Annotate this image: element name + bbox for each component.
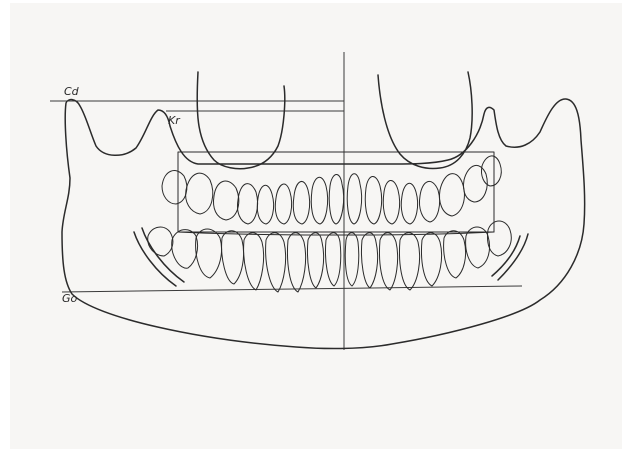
lower-tooth	[222, 231, 244, 284]
upper-tooth	[440, 174, 465, 216]
lower-tooth	[487, 221, 511, 256]
upper-tooth	[214, 181, 239, 220]
upper-tooth	[419, 181, 439, 222]
lower-tooth	[399, 233, 419, 290]
lower-tooth	[421, 233, 441, 286]
upper-tooth	[257, 185, 273, 224]
lower-tooth	[148, 227, 173, 256]
right-maxilla-curve	[378, 72, 472, 168]
upper-tooth	[311, 177, 327, 224]
lower-tooth	[325, 233, 340, 286]
upper-tooth	[365, 176, 381, 224]
condylion-label: Cd	[64, 85, 80, 98]
coronoid-label: Kr	[168, 114, 181, 127]
upper-tooth	[401, 183, 417, 224]
upper-tooth	[347, 174, 361, 224]
lower-tooth	[345, 233, 359, 286]
upper-tooth	[383, 180, 399, 224]
gonion-reference-line	[62, 286, 522, 292]
right-ramus-arc-inner	[492, 236, 520, 276]
upper-tooth	[463, 165, 487, 202]
upper-tooth	[293, 181, 309, 224]
upper-tooth	[329, 174, 343, 224]
lower-tooth	[172, 230, 198, 269]
lower-tooth	[196, 229, 222, 278]
upper-tooth	[186, 173, 213, 214]
gonion-label: Go	[62, 292, 78, 305]
upper-teeth	[162, 156, 501, 224]
lower-tooth	[287, 233, 305, 292]
lower-tooth	[307, 233, 323, 288]
left-ramus-arc-outer	[134, 232, 176, 286]
lower-tooth	[444, 231, 466, 278]
right-ramus-arc-outer	[498, 234, 528, 280]
upper-tooth	[275, 184, 291, 224]
upper-tooth	[162, 171, 187, 204]
lower-tooth	[266, 233, 286, 292]
left-maxilla-curve	[197, 72, 285, 169]
lower-tooth	[361, 233, 377, 288]
lower-tooth	[379, 233, 397, 290]
lower-tooth	[244, 233, 264, 290]
upper-tooth	[237, 184, 257, 224]
